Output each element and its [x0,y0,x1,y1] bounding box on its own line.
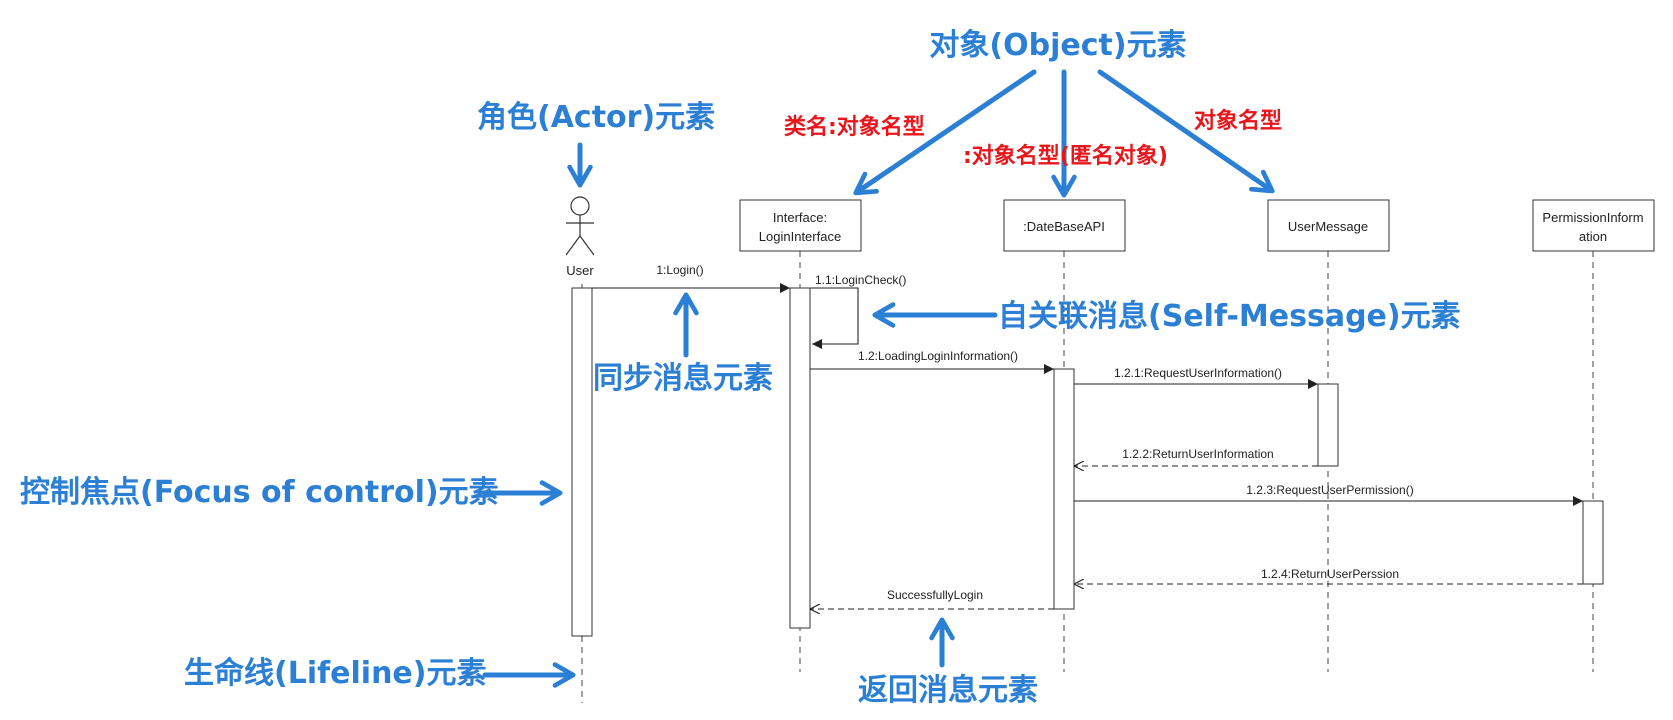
annotation-focus-of-control: 控制焦点(Focus of control)元素 [20,475,499,510]
object-name: UserMessage [1288,219,1368,234]
message-arrow-login-check [810,287,859,349]
activation-bar-permission-information [1582,500,1604,585]
annotation-sync-message: 同步消息元素 [593,361,773,396]
object-name: LoginInterface [759,229,841,244]
activation-bar-login-interface [789,287,811,629]
annotation-object-element: 对象(Object)元素 [929,28,1186,63]
message-label-request-user-permission: 1.2.3:RequestUserPermission() [1246,483,1413,497]
annotation-arrow-object-3 [1097,69,1275,194]
message-label-return-user-information: 1.2.2:ReturnUserInformation [1122,447,1273,461]
actor-name: User [566,263,594,278]
object-name: PermissionInform [1542,210,1643,225]
annotation-actor-element: 角色(Actor)元素 [477,100,715,135]
message-label-loading-login-information: 1.2:LoadingLoginInformation() [858,349,1018,363]
object-box-user-message: UserMessage [1267,199,1390,252]
annotation-class-object-type: 类名:对象名型 [784,114,925,140]
annotation-object-name-type: 对象名型 [1194,108,1282,134]
object-box-permission-information: PermissionInform ation [1532,199,1655,252]
object-box-login-interface: Interface: LoginInterface [739,199,862,252]
actor-user [565,196,595,256]
message-label-return-user-permission: 1.2.4:ReturnUserPerssion [1261,567,1399,581]
activation-bar-user-message [1317,383,1339,467]
message-label-login-check: 1.1:LoginCheck() [815,273,906,287]
message-label-login: 1:Login() [656,263,703,277]
annotation-self-message: 自关联消息(Self-Message)元素 [998,299,1461,334]
annotation-anonymous-object-type: :对象名型(匿名对象) [963,143,1168,169]
activation-bar-user [571,287,593,637]
object-box-database-api: :DateBaseAPI [1003,199,1126,252]
annotation-arrow-object-1 [853,69,1037,196]
message-label-successfully-login: SuccessfullyLogin [887,588,983,602]
object-name: Interface: [773,210,827,225]
annotation-return-message: 返回消息元素 [858,673,1038,708]
activation-bar-database-api [1053,368,1075,610]
object-name: ation [1579,229,1607,244]
object-name: :DateBaseAPI [1023,219,1105,234]
annotation-lifeline: 生命线(Lifeline)元素 [184,656,487,691]
message-label-request-user-information: 1.2.1:RequestUserInformation() [1114,366,1282,380]
